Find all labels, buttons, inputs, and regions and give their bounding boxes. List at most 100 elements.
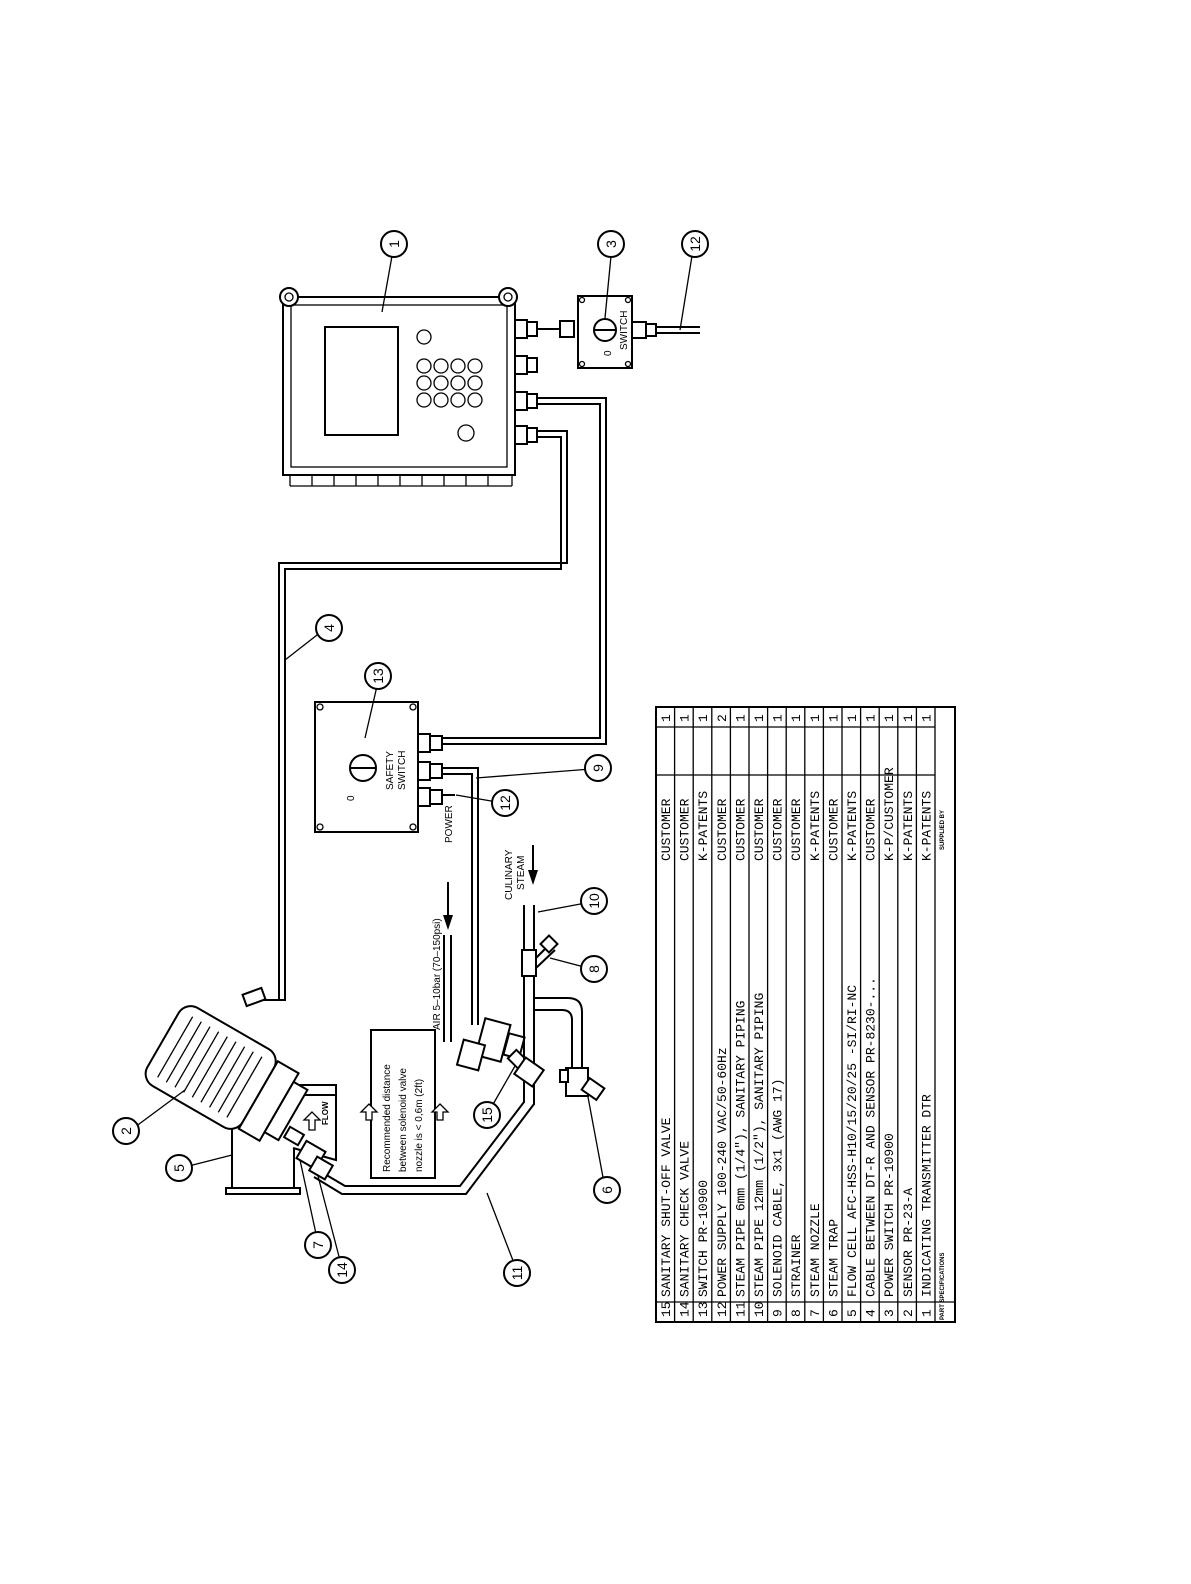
callout-2: 2	[112, 1117, 140, 1145]
cell-qty: 1	[882, 714, 897, 722]
callout-5: 5	[165, 1154, 193, 1182]
cell-no: 2	[901, 1309, 916, 1317]
note-line-1: Recommended distance	[382, 1064, 393, 1172]
svg-text:7: 7	[310, 1241, 326, 1249]
cell-description: CABLE BETWEEN DT-R AND SENSOR PR-8230-..…	[864, 977, 879, 1297]
cell-supplier: K-P/CUSTOMER	[882, 767, 897, 861]
cell-supplier: K-PATENTS	[919, 791, 934, 861]
svg-text:1: 1	[386, 240, 402, 248]
cell-supplier: K-PATENTS	[901, 791, 916, 861]
cell-qty: 1	[771, 714, 786, 722]
note-line-2: between solenoid valve	[398, 1068, 409, 1172]
cell-supplier: CUSTOMER	[678, 798, 693, 861]
cell-supplier: CUSTOMER	[715, 798, 730, 861]
svg-text:8: 8	[586, 965, 602, 973]
callout-10: 10	[580, 887, 608, 915]
distance-note: Recommended distance between solenoid va…	[359, 1029, 450, 1179]
cell-description: STEAM NOZZLE	[808, 1203, 823, 1297]
cell-no: 1	[919, 1309, 934, 1317]
svg-text:5: 5	[171, 1164, 187, 1172]
cell-no: 9	[771, 1309, 786, 1317]
svg-text:10: 10	[586, 893, 602, 909]
callout-6: 6	[593, 1176, 621, 1204]
cell-supplier: CUSTOMER	[864, 798, 879, 861]
power-switch-box: SWITCH 0	[537, 295, 700, 369]
transmitter-display	[324, 326, 399, 436]
cell-description: FLOW CELL AFC-HSS-H10/15/20/25 -SI/RI-NC	[845, 985, 860, 1297]
cell-supplier: CUSTOMER	[752, 798, 767, 861]
table-row: 14 SANITARY CHECK VALVE CUSTOMER 1	[678, 714, 693, 1317]
cell-no: 3	[882, 1309, 897, 1317]
cell-description: SOLENOID CABLE, 3x1 (AWG 17)	[771, 1079, 786, 1297]
safety-switch-box: 0 SAFETY SWITCH POWER	[314, 701, 455, 843]
cell-no: 13	[696, 1301, 711, 1317]
cell-description: STEAM TRAP	[826, 1219, 841, 1297]
cell-description: INDICATING TRANSMITTER DTR	[919, 1094, 934, 1297]
svg-text:4: 4	[321, 624, 337, 632]
transmitter-dtr	[279, 287, 538, 487]
safety-switch-zero: 0	[346, 795, 357, 801]
svg-text:9: 9	[590, 764, 606, 772]
svg-text:13: 13	[370, 668, 386, 684]
svg-text:15: 15	[479, 1107, 495, 1123]
switch-label: SWITCH	[619, 311, 630, 350]
callout-13: 13	[364, 662, 392, 690]
switch-zero-label: 0	[603, 350, 614, 356]
cell-description: SANITARY CHECK VALVE	[678, 1141, 693, 1297]
cell-description: STEAM PIPE 12mm (1/2"), SANITARY PIPING	[752, 993, 767, 1297]
cell-supplier: CUSTOMER	[826, 798, 841, 861]
callout-4: 4	[315, 614, 343, 642]
culinary-label-2: STEAM	[516, 856, 527, 890]
cell-supplier: K-PATENTS	[696, 791, 711, 861]
cell-qty: 1	[919, 714, 934, 722]
power-label: POWER	[444, 805, 455, 843]
callout-8: 8	[580, 955, 608, 983]
svg-text:2: 2	[118, 1127, 134, 1135]
cell-no: 6	[826, 1309, 841, 1317]
cell-no: 12	[715, 1301, 730, 1317]
cell-description: SENSOR PR-23-A	[901, 1188, 916, 1297]
sensor-assembly: FLOW	[144, 986, 337, 1195]
cell-qty: 1	[678, 714, 693, 722]
flow-label: FLOW	[321, 1101, 330, 1125]
air-label: AIR 5–10bar (70–150psi)	[432, 918, 443, 1030]
callout-9: 9	[584, 754, 612, 782]
callout-12-top: 12	[681, 230, 709, 258]
table-footer-supplied: SUPPLIED BY	[940, 810, 946, 850]
svg-text:14: 14	[334, 1262, 350, 1278]
cell-qty: 1	[864, 714, 879, 722]
cell-description: STRAINER	[789, 1234, 804, 1297]
dimension-arrow-icon	[359, 1103, 450, 1121]
cell-supplier: K-PATENTS	[808, 791, 823, 861]
svg-text:6: 6	[599, 1186, 615, 1194]
note-line-3: nozzle is < 0,6m (2ft)	[414, 1079, 425, 1172]
safety-switch-label-2: SWITCH	[397, 751, 408, 790]
cell-qty: 1	[696, 714, 711, 722]
callout-12-power: 12	[491, 789, 519, 817]
callout-11: 11	[503, 1259, 531, 1287]
cell-qty: 1	[659, 714, 674, 722]
cell-qty: 2	[715, 714, 730, 722]
cell-qty: 1	[808, 714, 823, 722]
cell-description: POWER SUPPLY 100-240 VAC/50-60Hz	[715, 1047, 730, 1297]
safety-switch-label-1: SAFETY	[385, 751, 396, 790]
solenoid-valve	[455, 1017, 538, 1080]
table-row: 4 CABLE BETWEEN DT-R AND SENSOR PR-8230-.…	[864, 714, 879, 1317]
cell-no: 4	[864, 1309, 879, 1317]
svg-text:3: 3	[603, 240, 619, 248]
cell-qty: 1	[733, 714, 748, 722]
steam-piping: CULINARY STEAM	[313, 845, 606, 1195]
cell-description: POWER SWITCH PR-10900	[882, 1133, 897, 1297]
cell-supplier: K-PATENTS	[845, 791, 860, 861]
table-footer-part: PART SPECIFICATIONS	[940, 1253, 946, 1320]
cell-no: 14	[678, 1301, 693, 1317]
